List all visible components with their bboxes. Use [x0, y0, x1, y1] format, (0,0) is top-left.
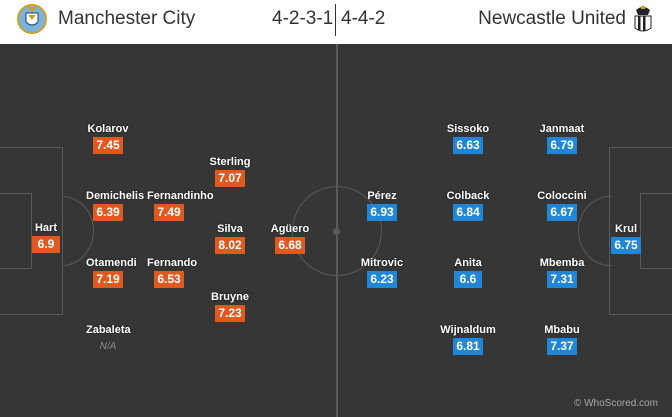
- home-player-otamendi[interactable]: Otamendi 7.19: [86, 257, 137, 288]
- player-rating: 7.23: [215, 305, 245, 322]
- home-team-name: Manchester City: [58, 8, 196, 29]
- player-name: Mitrovic: [360, 257, 404, 269]
- player-name: Krul: [615, 223, 637, 235]
- player-name: Pérez: [367, 190, 397, 202]
- player-rating: 6.53: [154, 271, 184, 288]
- whoscored-credit: © WhoScored.com: [573, 398, 658, 409]
- away-player-sissoko[interactable]: Sissoko 6.63: [443, 123, 493, 154]
- pitch-center-circle: [292, 186, 382, 276]
- pitch-center-spot: [333, 228, 340, 235]
- player-rating: 6.75: [611, 237, 641, 254]
- player-name: Zabaleta: [86, 324, 131, 336]
- player-rating: 6.39: [93, 204, 123, 221]
- player-rating: 6.84: [453, 204, 483, 221]
- away-player-krul[interactable]: Krul 6.75: [604, 223, 648, 254]
- away-player-anita[interactable]: Anita 6.6: [443, 257, 493, 288]
- player-rating: 6.93: [367, 204, 397, 221]
- home-player-kolarov[interactable]: Kolarov 7.45: [86, 123, 130, 154]
- player-rating: 6.79: [547, 137, 577, 154]
- header-divider: [335, 4, 336, 36]
- player-rating: 6.9: [32, 236, 60, 253]
- player-name: Hart: [34, 222, 57, 234]
- player-rating: 8.02: [215, 237, 245, 254]
- player-name: Kolarov: [87, 123, 129, 135]
- player-rating: N/A: [99, 341, 117, 352]
- home-player-aguero[interactable]: Agüero 6.68: [268, 223, 312, 254]
- away-player-coloccini[interactable]: Coloccini 6.67: [537, 190, 587, 221]
- player-name: Mbemba: [539, 257, 585, 269]
- home-player-fernandinho[interactable]: Fernandinho 7.49: [147, 190, 214, 221]
- player-name: Wijnaldum: [440, 324, 496, 336]
- player-rating: 6.68: [275, 237, 305, 254]
- home-player-zabaleta[interactable]: Zabaleta N/A: [86, 324, 131, 355]
- player-rating: 6.23: [367, 271, 397, 288]
- away-team-name: Newcastle United: [478, 8, 626, 29]
- home-player-hart[interactable]: Hart 6.9: [24, 222, 68, 253]
- player-name: Agüero: [270, 223, 310, 235]
- player-rating: 6.67: [547, 204, 577, 221]
- away-formation: 4-4-2: [341, 8, 386, 29]
- player-rating: 6.6: [454, 271, 482, 288]
- match-header: Manchester City 4-2-3-1 4-4-2 Newcastle …: [0, 0, 672, 44]
- player-name: Anita: [454, 257, 482, 269]
- home-player-sterling[interactable]: Sterling 7.07: [208, 156, 252, 187]
- manchester-city-crest-icon: [17, 4, 47, 34]
- away-player-janmaat[interactable]: Janmaat 6.79: [537, 123, 587, 154]
- player-rating: 6.63: [453, 137, 483, 154]
- home-player-bruyne[interactable]: Bruyne 7.23: [208, 291, 252, 322]
- player-rating: 7.37: [547, 338, 577, 355]
- player-rating: 7.49: [154, 204, 184, 221]
- player-name: Fernando: [147, 257, 198, 269]
- player-name: Bruyne: [211, 291, 249, 303]
- player-name: Sterling: [209, 156, 251, 168]
- player-name: Mbabu: [544, 324, 580, 336]
- away-player-mbemba[interactable]: Mbemba 7.31: [537, 257, 587, 288]
- away-player-mitrovic[interactable]: Mitrovic 6.23: [354, 257, 410, 288]
- player-rating: 7.07: [215, 170, 245, 187]
- player-rating: 6.81: [453, 338, 483, 355]
- away-player-mbabu[interactable]: Mbabu 7.37: [537, 324, 587, 355]
- home-player-demichelis[interactable]: Demichelis 6.39: [86, 190, 145, 221]
- away-player-wijnaldum[interactable]: Wijnaldum 6.81: [437, 324, 499, 355]
- away-player-colback[interactable]: Colback 6.84: [443, 190, 493, 221]
- away-player-perez[interactable]: Pérez 6.93: [360, 190, 404, 221]
- home-penalty-area: [0, 147, 63, 315]
- player-name: Silva: [217, 223, 243, 235]
- home-player-silva[interactable]: Silva 8.02: [208, 223, 252, 254]
- away-goal-area: [640, 193, 672, 269]
- player-rating: 7.31: [547, 271, 577, 288]
- player-name: Coloccini: [537, 190, 587, 202]
- player-name: Demichelis: [86, 190, 145, 202]
- home-player-fernando[interactable]: Fernando 6.53: [147, 257, 198, 288]
- newcastle-united-crest-icon: [634, 6, 652, 32]
- player-name: Otamendi: [86, 257, 137, 269]
- player-name: Fernandinho: [147, 190, 214, 202]
- player-name: Janmaat: [539, 123, 585, 135]
- home-goal-area: [0, 193, 32, 269]
- player-rating: 7.45: [93, 137, 123, 154]
- player-name: Sissoko: [446, 123, 490, 135]
- home-formation: 4-2-3-1: [272, 8, 334, 29]
- player-rating: 7.19: [93, 271, 123, 288]
- player-name: Colback: [446, 190, 490, 202]
- pitch: Hart 6.9 Kolarov 7.45 Demichelis 6.39 Ot…: [0, 44, 672, 417]
